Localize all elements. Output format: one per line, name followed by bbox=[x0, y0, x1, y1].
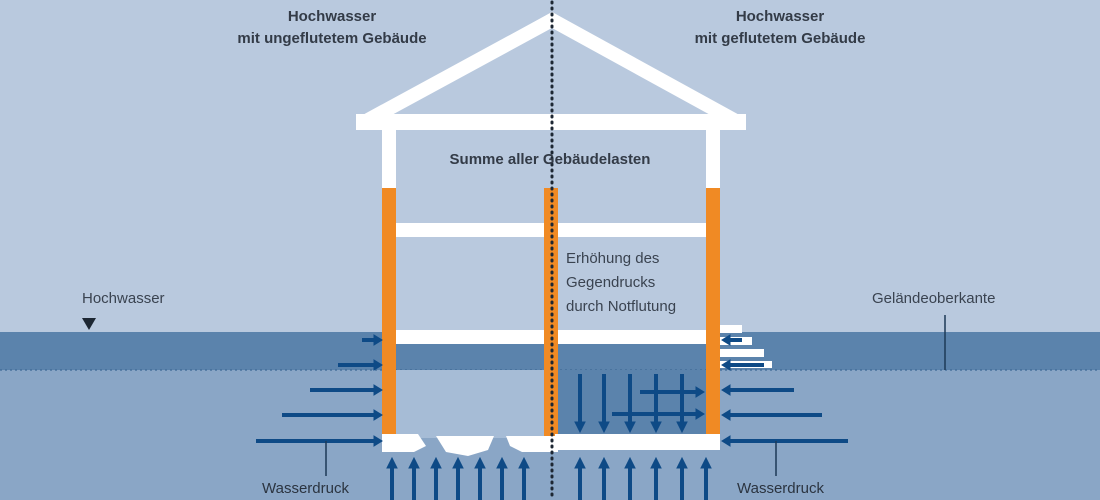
water-pressure-right-label: Wasserdruck bbox=[737, 480, 824, 497]
building-loads-label: Summe aller Gebäudelasten bbox=[449, 151, 651, 168]
left-water-pressure-arrows bbox=[256, 334, 383, 476]
title-left: Hochwasser mit ungeflutetem Gebäude bbox=[202, 6, 462, 50]
title-left-line2: mit ungeflutetem Gebäude bbox=[237, 30, 427, 47]
title-right-line2: mit geflutetem Gebäude bbox=[694, 30, 866, 47]
ground-level-label: Geländeoberkante bbox=[872, 290, 996, 307]
counterpressure-label: Erhöhung des Gegendrucks durch Notflutun… bbox=[566, 247, 676, 319]
right-water-pressure-arrows bbox=[721, 334, 848, 476]
flood-level-label: Hochwasser bbox=[82, 290, 165, 307]
uplift-pressure-arrows bbox=[386, 456, 712, 500]
column-right bbox=[706, 188, 720, 436]
counterpressure-line3: durch Notflutung bbox=[566, 298, 677, 315]
wall-right-upper bbox=[706, 128, 720, 190]
counterpressure-line2: Gegendrucks bbox=[566, 274, 656, 291]
title-left-line1: Hochwasser bbox=[287, 8, 377, 25]
basement-slab-left-broken bbox=[382, 434, 558, 456]
counterpressure-line1: Erhöhung des bbox=[566, 250, 660, 267]
title-right: Hochwasser mit geflutetem Gebäude bbox=[650, 6, 910, 50]
counterpressure-arrows bbox=[574, 374, 705, 434]
column-center bbox=[544, 188, 558, 436]
basement-slab-right bbox=[555, 434, 720, 450]
wall-left-upper bbox=[382, 128, 396, 190]
down-triangle-icon bbox=[82, 318, 96, 330]
column-left bbox=[382, 188, 396, 436]
title-right-line1: Hochwasser bbox=[735, 8, 825, 25]
water-pressure-left-label: Wasserdruck bbox=[262, 480, 349, 497]
